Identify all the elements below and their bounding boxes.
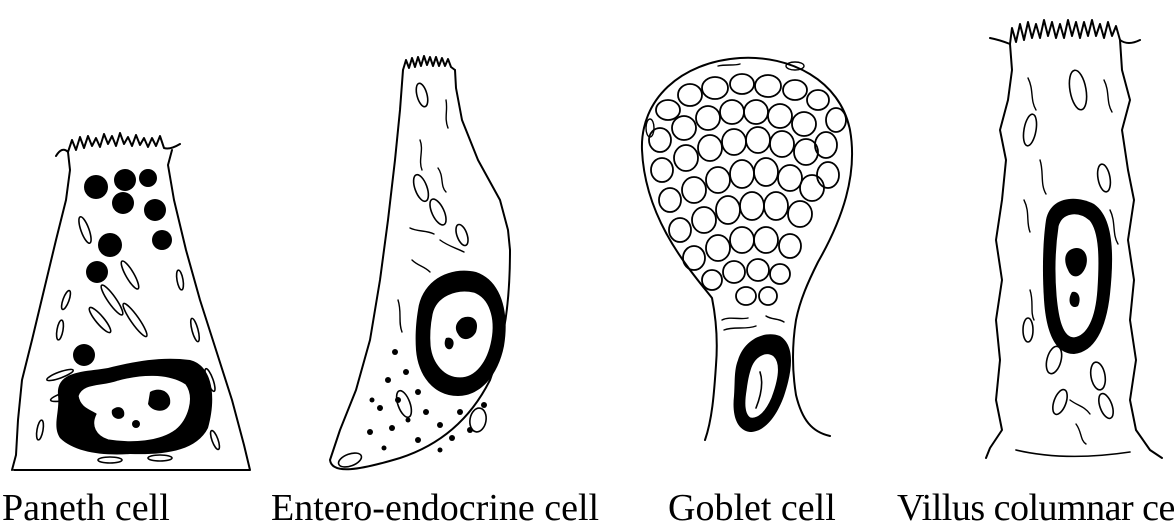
goblet-cell-label: Goblet cell (668, 486, 836, 530)
goblet-mucin-droplets (649, 74, 846, 305)
paneth-cell-drawing (12, 133, 250, 470)
villus-basal-membrane (1016, 450, 1130, 456)
cell-illustrations (0, 0, 1174, 480)
paneth-microvilli (56, 133, 180, 156)
entero-microvilli (403, 56, 455, 70)
entero-endocrine-cell-drawing (330, 56, 510, 470)
villus-columnar-cell-label: Villus columnar cell (897, 486, 1174, 530)
villus-columnar-cell-drawing (986, 20, 1162, 458)
goblet-cell-drawing (642, 58, 852, 440)
villus-microvilli (990, 20, 1140, 44)
paneth-cell-label: Paneth cell (2, 486, 170, 530)
entero-endocrine-cell-label: Entero-endocrine cell (271, 486, 599, 530)
